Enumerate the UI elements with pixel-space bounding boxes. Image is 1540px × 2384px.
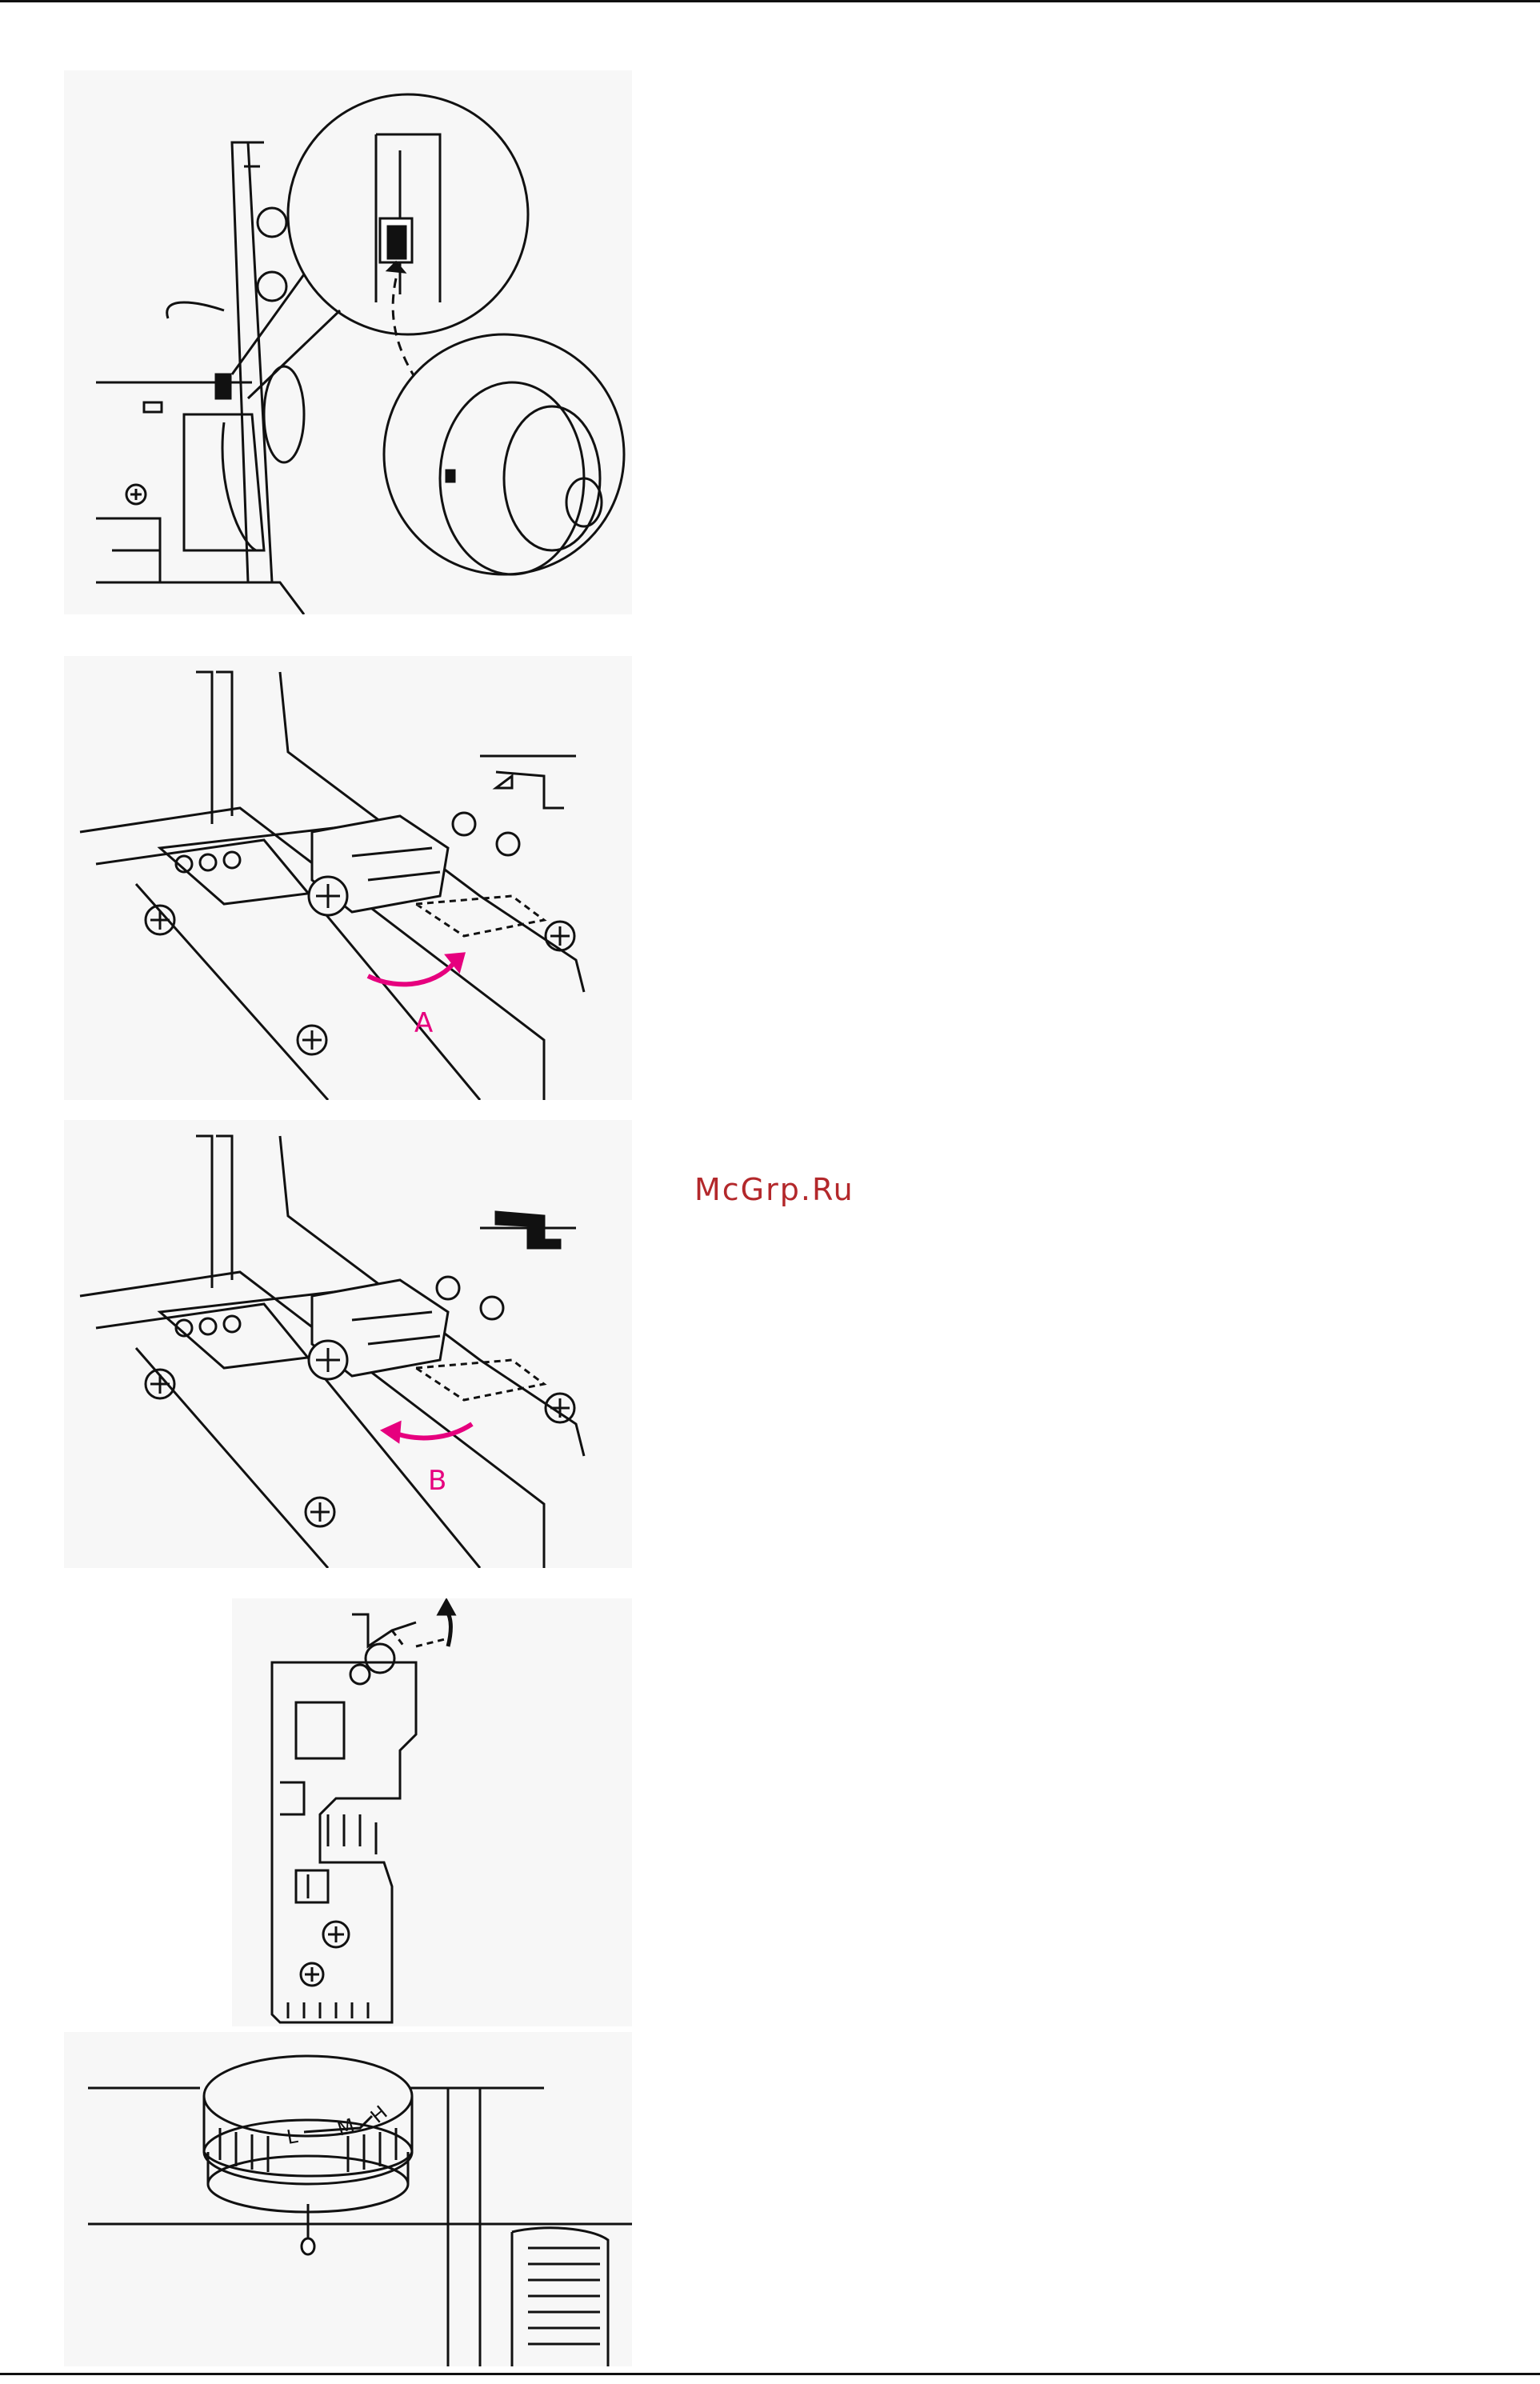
watermark-text: McGrp.Ru <box>694 1172 854 1207</box>
figure-looper-b: B <box>64 1120 632 1568</box>
figure-looper-a: A <box>64 656 632 1100</box>
figure-presser-foot <box>232 1598 632 2026</box>
figure-indicator-window <box>64 70 632 614</box>
top-rule <box>0 0 1540 2</box>
bottom-rule <box>0 2373 1540 2375</box>
figure-tension-dial: L M H <box>64 2032 632 2366</box>
label-b: B <box>428 1465 446 1497</box>
label-a: A <box>414 1007 433 1039</box>
